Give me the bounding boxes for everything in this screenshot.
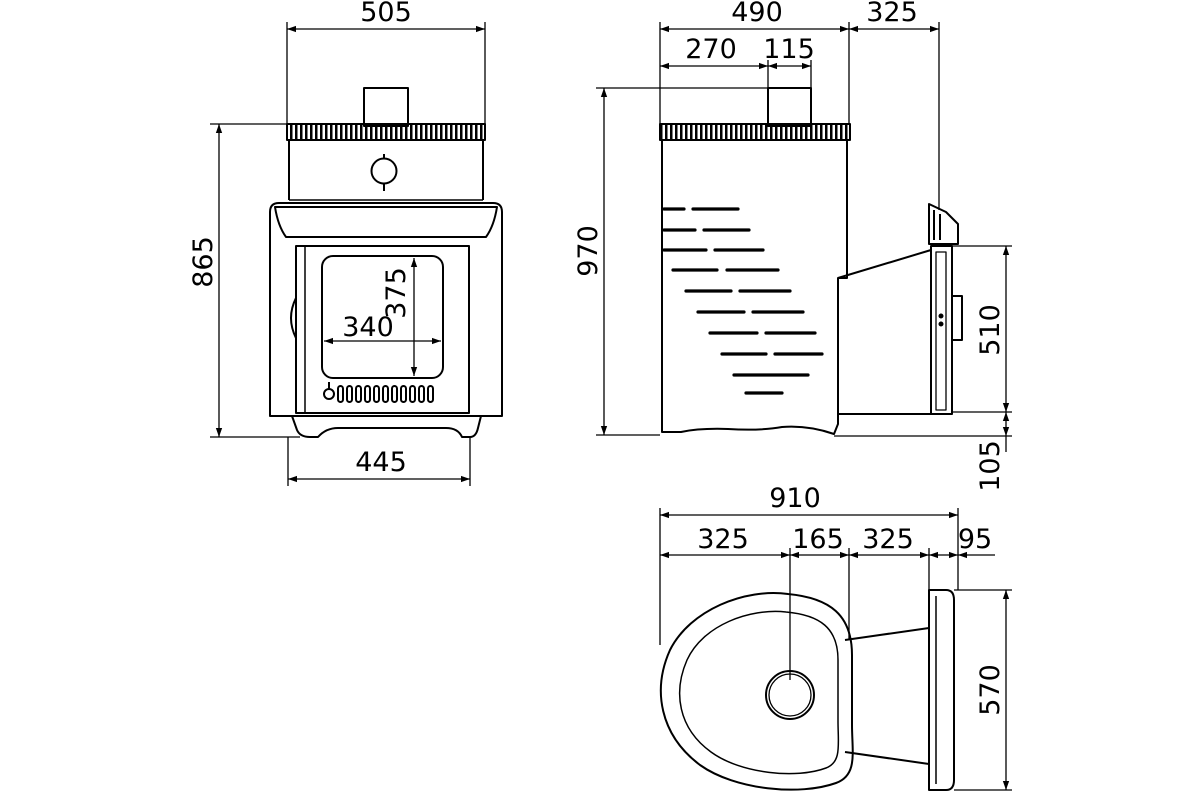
dim-side-tank-depth: 325 <box>866 0 918 28</box>
dim-side-flue-diameter: 115 <box>763 34 815 65</box>
front-flue-pipe <box>363 87 409 127</box>
front-ash-grate <box>337 385 434 403</box>
top-stove-outline <box>659 592 854 791</box>
dim-top-tank-part: 325 <box>862 524 914 555</box>
dim-side-tank-base-height: 105 <box>975 440 1006 492</box>
top-dimensions <box>659 508 1012 791</box>
dim-top-overall-length: 910 <box>769 483 821 514</box>
side-flue-pipe <box>767 87 812 127</box>
side-dimension-labels: 490 325 270 115 970 510 105 <box>573 0 1006 492</box>
side-tank-rim <box>659 123 851 141</box>
side-body <box>661 140 848 435</box>
top-flue-inner <box>768 673 812 717</box>
dim-front-glass-width: 340 <box>342 312 394 343</box>
front-tank-body <box>288 140 484 200</box>
dim-front-overall-width: 505 <box>360 0 412 28</box>
top-view <box>659 589 955 791</box>
side-tank-front <box>930 245 953 415</box>
top-tank-body <box>928 589 955 791</box>
side-tank-lip <box>928 203 959 245</box>
dim-front-glass-height: 375 <box>381 267 412 319</box>
dim-top-body-part: 325 <box>697 524 749 555</box>
top-dimension-labels: 910 325 165 325 95 570 <box>697 483 1006 716</box>
top-stove-inner <box>678 610 840 775</box>
side-water-tank <box>837 249 932 415</box>
front-glass-window <box>321 255 444 379</box>
dim-side-flue-offset: 270 <box>685 34 737 65</box>
top-tank-neck <box>844 627 930 765</box>
dim-side-body-depth: 490 <box>731 0 783 28</box>
side-vent-slats <box>662 207 824 395</box>
front-hood <box>274 206 498 238</box>
front-dimension-labels: 505 865 375 340 445 <box>188 0 412 478</box>
front-tank-valve <box>370 157 398 185</box>
dim-top-flue-part: 165 <box>792 524 844 555</box>
front-door-knob <box>323 388 335 400</box>
front-stove-body <box>269 202 503 417</box>
side-dimensions <box>596 22 1012 452</box>
side-tank-tap <box>952 295 963 341</box>
dim-top-tank-width: 570 <box>975 664 1006 716</box>
front-base <box>291 415 482 438</box>
dim-side-tank-height: 510 <box>975 304 1006 356</box>
side-view <box>659 87 963 435</box>
dim-front-overall-height: 865 <box>188 236 219 288</box>
front-dimensions <box>210 22 486 486</box>
dim-front-base-width: 445 <box>355 447 407 478</box>
dim-side-overall-height: 970 <box>573 225 604 277</box>
front-view <box>269 87 503 438</box>
front-tank-rim <box>286 123 486 141</box>
dim-top-lip-part: 95 <box>958 524 992 555</box>
front-side-handle <box>290 297 297 339</box>
